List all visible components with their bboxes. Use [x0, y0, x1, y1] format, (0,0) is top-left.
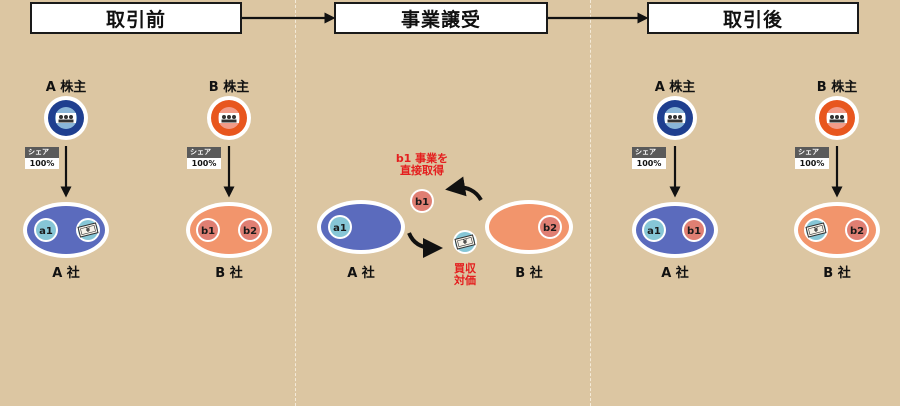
- shareholder-a-icon: [44, 96, 88, 140]
- unit-b1: [198, 220, 218, 240]
- unit-b2: [540, 217, 560, 237]
- unit-b2-label: b2: [543, 223, 557, 234]
- shareholder-b-label: B 株主: [816, 80, 858, 95]
- company-a-label: A 社: [347, 266, 375, 281]
- unit-b2-label: b2: [243, 226, 257, 237]
- unit-b2: [847, 220, 867, 240]
- unit-a1-label: a1: [333, 223, 347, 234]
- unit-a1: [330, 217, 350, 237]
- shareholder-b-label: B 株主: [208, 80, 250, 95]
- svg-text:¥: ¥: [814, 227, 819, 234]
- payment-arrow: [407, 232, 443, 258]
- unit-b1-label: b1: [201, 226, 215, 237]
- unit-a1-label: a1: [647, 226, 661, 237]
- unit-b1-transferred: [412, 191, 432, 211]
- consideration-annotation: 買収 対価: [454, 262, 476, 287]
- unit-a1-label: a1: [39, 226, 53, 237]
- svg-text:¥: ¥: [463, 239, 468, 246]
- company-a: [636, 206, 714, 254]
- acquire-annotation: b1 事業を 直接取得: [395, 152, 449, 177]
- shareholder-b-icon: [815, 96, 859, 140]
- shareholder-a-label: A 株主: [45, 80, 87, 95]
- section-divider: [295, 0, 296, 406]
- banknote-icon: ¥: [804, 218, 828, 242]
- banknote-icon: ¥: [76, 218, 100, 242]
- company-b: [798, 206, 876, 254]
- company-b-label: B 社: [515, 266, 543, 281]
- company-b-label: B 社: [823, 266, 851, 281]
- shareholder-b-icon: [207, 96, 251, 140]
- banknote-icon: ¥: [453, 230, 477, 254]
- acquire-arrow: [445, 176, 483, 202]
- shareholder-a-icon: [653, 96, 697, 140]
- unit-b2: [240, 220, 260, 240]
- header-transfer: 事業譲受: [334, 2, 548, 34]
- unit-a1: [644, 220, 664, 240]
- unit-b1-label: b1: [687, 226, 701, 237]
- company-a-label: A 社: [661, 266, 689, 281]
- shareholder-a-label: A 株主: [654, 80, 696, 95]
- company-a-label: A 社: [52, 266, 80, 281]
- company-b: [190, 206, 268, 254]
- unit-b1: [684, 220, 704, 240]
- unit-b2-label: b2: [850, 226, 864, 237]
- section-divider: [590, 0, 591, 406]
- company-b-label: B 社: [215, 266, 243, 281]
- svg-text:¥: ¥: [86, 227, 91, 234]
- unit-a1: [36, 220, 56, 240]
- unit-b1-label: b1: [415, 197, 429, 208]
- company-a: [27, 206, 105, 254]
- header-before: 取引前: [30, 2, 242, 34]
- header-after: 取引後: [647, 2, 859, 34]
